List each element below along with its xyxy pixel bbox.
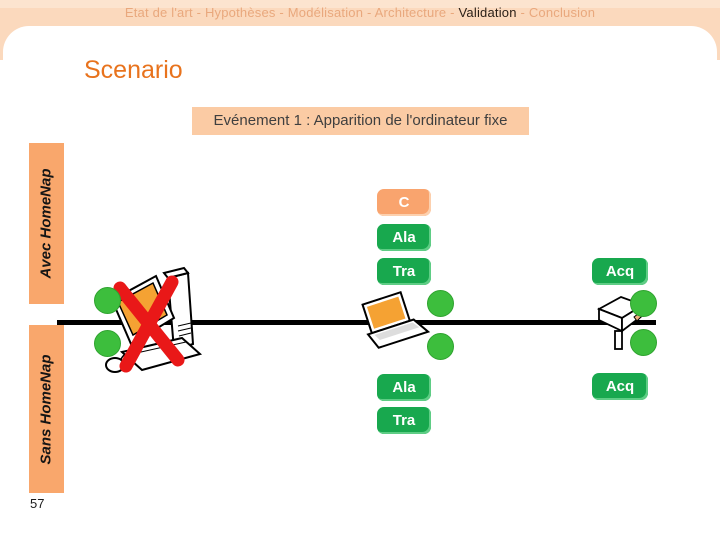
header-band-highlight xyxy=(0,0,720,8)
breadcrumb-item: Etat de l'art xyxy=(124,5,193,20)
chip-tra-sans: Tra xyxy=(377,407,431,434)
row-label-text: Avec HomeNap xyxy=(38,168,56,279)
chip-acq-sans: Acq xyxy=(592,373,648,400)
breadcrumb-item: Architecture xyxy=(374,5,447,20)
green-status-dot xyxy=(630,329,657,356)
tower-unit xyxy=(162,266,195,352)
breadcrumb-separator: - xyxy=(275,5,288,20)
desktop-computer-svg xyxy=(105,266,203,373)
row-label-text: Sans HomeNap xyxy=(38,353,56,465)
chip-c-avec: C xyxy=(377,189,431,216)
breadcrumb-item-active: Validation xyxy=(458,5,517,20)
green-status-dot xyxy=(427,290,454,317)
chip-ala-avec: Ala xyxy=(377,224,431,251)
breadcrumb-separator: - xyxy=(192,5,205,20)
chip-ala-sans: Ala xyxy=(377,374,431,401)
laptop-icon xyxy=(352,290,436,369)
green-status-dot xyxy=(94,287,121,314)
desktop-computer-icon xyxy=(98,264,216,391)
row-label-avec-homenap: Avec HomeNap xyxy=(29,143,64,304)
timeline-line xyxy=(57,320,656,325)
event-banner: Evénement 1 : Apparition de l'ordinateur… xyxy=(192,107,529,135)
page-title: Scenario xyxy=(84,56,183,84)
red-cross-icon xyxy=(113,275,185,373)
green-status-dot xyxy=(427,333,454,360)
green-status-dot xyxy=(630,290,657,317)
chip-tra-avec: Tra xyxy=(377,258,431,285)
breadcrumb-item: Hypothèses xyxy=(204,5,276,20)
breadcrumb-separator: - xyxy=(363,5,375,20)
breadcrumb: Etat de l'art - Hypothèses - Modélisatio… xyxy=(0,5,720,20)
breadcrumb-separator: - xyxy=(516,5,529,20)
laptop-svg xyxy=(361,291,431,349)
breadcrumb-item: Conclusion xyxy=(528,5,596,20)
page-number: 57 xyxy=(30,496,45,511)
breadcrumb-item: Modélisation xyxy=(287,5,364,20)
row-label-sans-homenap: Sans HomeNap xyxy=(29,325,64,493)
breadcrumb-separator: - xyxy=(446,5,459,20)
green-status-dot xyxy=(94,330,121,357)
chip-acq-avec: Acq xyxy=(592,258,648,285)
